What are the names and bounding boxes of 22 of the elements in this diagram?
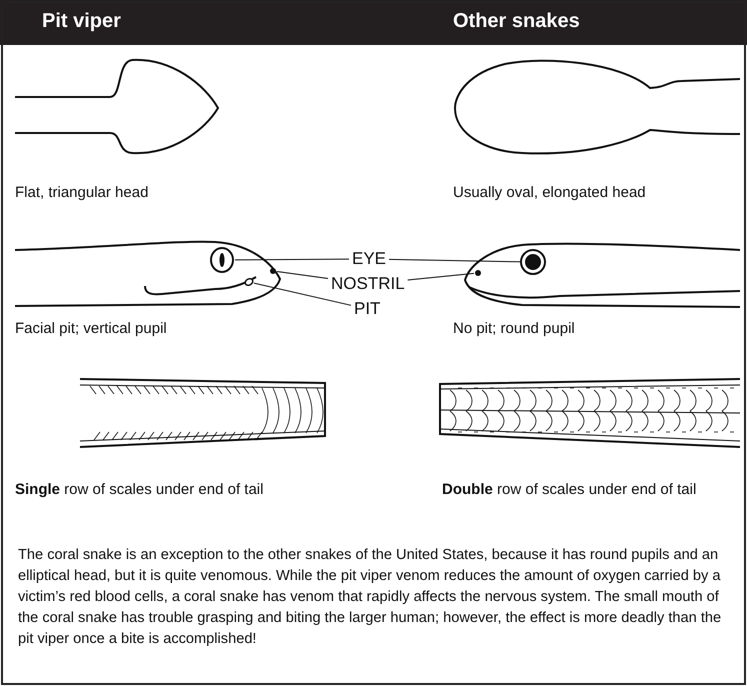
leader-line	[234, 258, 350, 260]
caption: Double row of scales under end of tail	[442, 481, 696, 498]
eye-icon	[210, 247, 234, 273]
leader-line	[276, 271, 328, 279]
caption: No pit; round pupil	[453, 320, 575, 337]
caption: Single row of scales under end of tail	[15, 481, 264, 498]
pit-icon	[244, 278, 254, 286]
part-label: NOSTRIL	[331, 275, 405, 293]
part-label: EYE	[352, 250, 386, 268]
note-paragraph: The coral snake is an exception to the other snakes of the United States, because it has round pupils and an elliptical head, but it is quite venomous. While the pit viper venom reduces the amount of oxygen carried by a victim’s red blood cells, a coral snake has venom that rapidly affects the nervous system. The small mouth of the coral snake has trouble grasping and biting the larger human; however, the effect is more deadly than the pit viper once a bite is accomplished!	[18, 546, 722, 649]
part-label: PIT	[354, 300, 380, 318]
caption: Usually oval, elongated head	[453, 184, 646, 201]
nostril-icon	[475, 270, 481, 276]
caption: Flat, triangular head	[15, 184, 148, 201]
column-heading: Pit viper	[42, 10, 121, 33]
caption: Facial pit; vertical pupil	[15, 320, 167, 337]
eye-icon	[520, 249, 546, 275]
leader-line	[253, 282, 352, 306]
nostril-icon	[270, 268, 276, 274]
leader-line	[407, 272, 474, 280]
leader-line	[388, 258, 520, 262]
column-heading: Other snakes	[453, 10, 580, 33]
